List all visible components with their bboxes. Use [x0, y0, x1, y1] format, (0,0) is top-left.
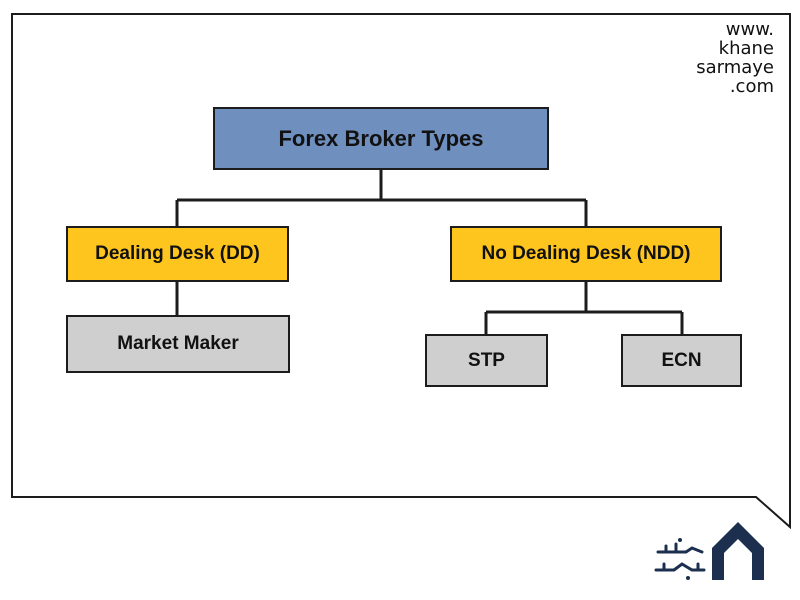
logo-dot — [686, 576, 690, 580]
node-dealing-desk: Dealing Desk (DD) — [66, 226, 289, 282]
node-no-dealing-desk: No Dealing Desk (NDD) — [450, 226, 722, 282]
watermark-line: khane — [718, 38, 774, 59]
node-forex-broker-types: Forex Broker Types — [213, 107, 549, 170]
node-label: Dealing Desk (DD) — [95, 243, 260, 264]
node-stp: STP — [425, 334, 548, 387]
watermark-line: .com — [729, 76, 774, 97]
node-label: ECN — [661, 349, 702, 371]
node-label: Market Maker — [117, 333, 239, 354]
node-label: STP — [468, 349, 505, 371]
logo-dot — [678, 538, 682, 542]
watermark-line: sarmaye — [696, 57, 774, 78]
logo-lettering — [654, 542, 706, 572]
house-mark-icon — [712, 522, 764, 580]
node-ecn: ECN — [621, 334, 742, 387]
watermark-url: www. khane sarmaye .com — [696, 20, 774, 96]
connector-lines — [175, 170, 684, 334]
node-label: Forex Broker Types — [278, 125, 484, 151]
node-label: No Dealing Desk (NDD) — [481, 243, 691, 264]
node-market-maker: Market Maker — [66, 315, 290, 373]
watermark-line: www. — [725, 19, 774, 40]
khanesarmaye-logo — [654, 522, 764, 580]
page-border — [11, 13, 791, 530]
